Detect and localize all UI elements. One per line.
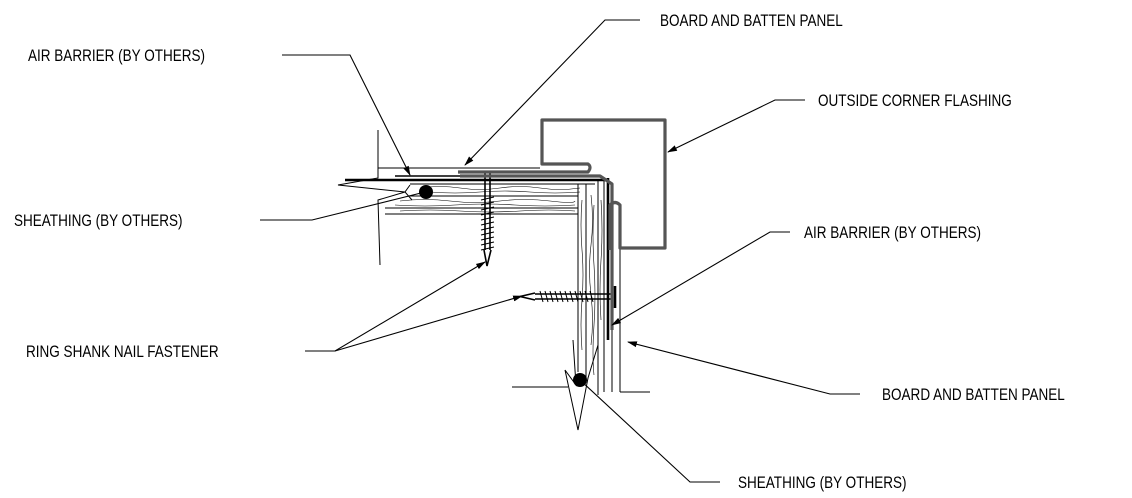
- label-ring-shank-nail: RING SHANK NAIL FASTENER: [26, 343, 219, 362]
- label-air-barrier-left: AIR BARRIER (BY OTHERS): [28, 47, 205, 66]
- callout-leaders: [260, 19, 860, 483]
- label-sheathing-bottom: SHEATHING (BY OTHERS): [738, 474, 907, 493]
- label-board-batten-right: BOARD AND BATTEN PANEL: [882, 386, 1065, 405]
- label-board-batten-top: BOARD AND BATTEN PANEL: [660, 12, 843, 31]
- label-outside-corner-flashing: OUTSIDE CORNER FLASHING: [818, 92, 1012, 111]
- vertical-wall-assembly: [512, 178, 650, 431]
- air-barrier-seal-dot-left: [419, 185, 433, 199]
- ring-shank-nail-horizontal: [519, 286, 617, 308]
- horizontal-wall-assembly: [337, 130, 605, 266]
- label-sheathing-left: SHEATHING (BY OTHERS): [14, 212, 183, 231]
- outside-corner-flashing: [458, 118, 667, 330]
- ring-shank-nail-vertical: [480, 172, 495, 267]
- break-line-left: [337, 130, 406, 266]
- sheathing-hatch-vertical: [580, 194, 603, 376]
- break-line-left-inner: [404, 184, 413, 201]
- label-air-barrier-right: AIR BARRIER (BY OTHERS): [804, 224, 981, 243]
